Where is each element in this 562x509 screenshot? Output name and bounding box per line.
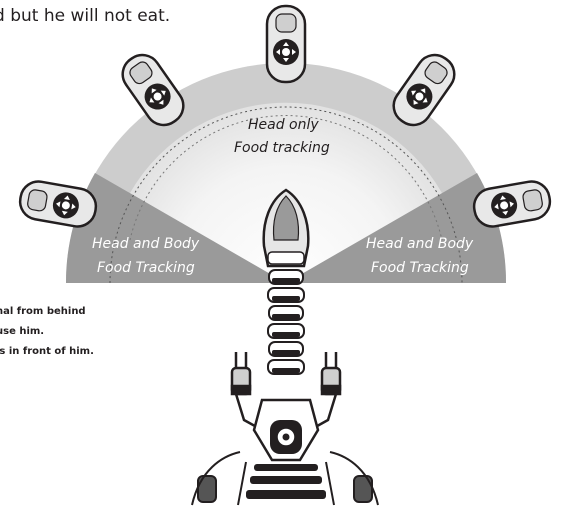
left-label-line2: Food Tracking: [97, 260, 195, 276]
center-label-line2: Food tracking: [234, 140, 330, 156]
left-label-line1: Head and Body: [92, 236, 200, 252]
remote-control-left: [17, 179, 98, 230]
remote-control-top: [267, 6, 305, 82]
right-label-line1: Head and Body: [366, 236, 474, 252]
center-label-line1: Head only: [248, 117, 319, 133]
right-label-line2: Food Tracking: [371, 260, 469, 276]
